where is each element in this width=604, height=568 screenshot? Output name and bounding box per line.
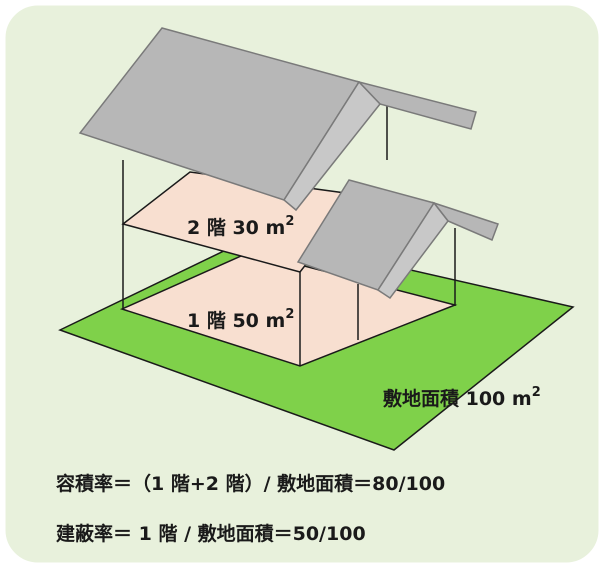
building-coverage-ratio-formula: 建蔽率＝ 1 階 / 敷地面積＝50/100 xyxy=(56,522,366,545)
floor1-label: 1 階 50 m2 xyxy=(187,307,294,332)
floor-area-ratio-formula: 容積率＝（1 階+2 階）/ 敷地面積＝80/100 xyxy=(56,472,445,495)
large-roof xyxy=(78,27,477,212)
floor2-label: 2 階 30 m2 xyxy=(187,214,294,239)
small-roof xyxy=(296,179,499,300)
site-area-label: 敷地面積 100 m2 xyxy=(383,385,541,410)
structure-posts xyxy=(122,98,456,366)
